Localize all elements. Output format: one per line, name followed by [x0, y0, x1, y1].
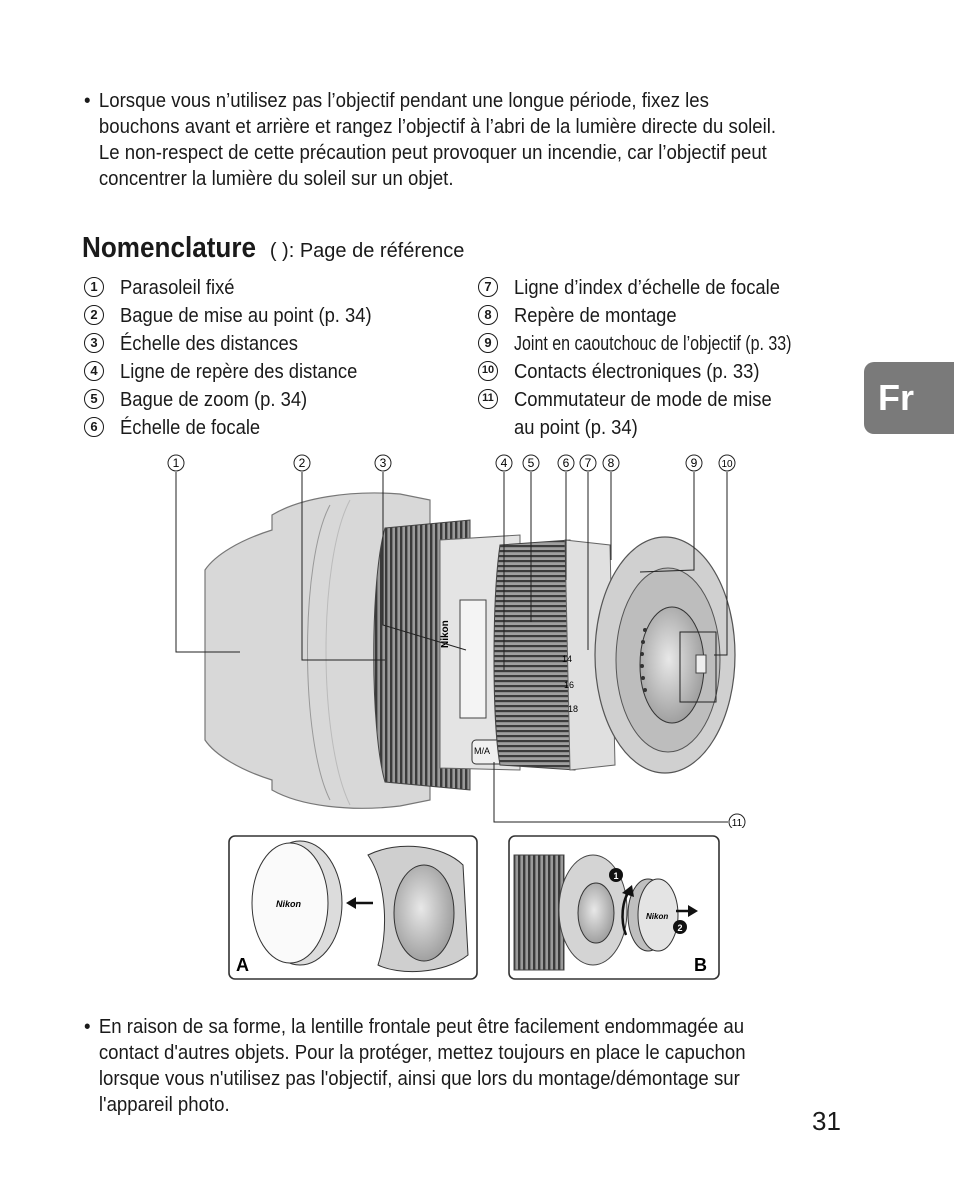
switch-ma-label: M/A	[474, 746, 490, 756]
item-label: Contacts électroniques (p. 33)	[514, 361, 760, 383]
list-item: 9 Joint en caoutchouc de l’objectif (p. 3…	[478, 330, 850, 358]
list-item: 4 Ligne de repère des distance	[84, 358, 464, 386]
heading-title: Nomenclature	[82, 232, 257, 264]
cap-brand-b: Nikon	[646, 912, 668, 921]
item-label-line2: au point (p. 34)	[514, 417, 638, 439]
item-number: 7	[478, 277, 498, 297]
page-number: 31	[812, 1106, 841, 1136]
lens-hood	[204, 492, 431, 809]
bullet: •	[84, 1016, 91, 1038]
rear-element	[639, 606, 705, 724]
callout-1: 1	[173, 456, 180, 470]
language-tab: Fr	[864, 362, 954, 434]
item-label: Échelle des distances	[120, 333, 298, 355]
lens-body	[513, 854, 565, 971]
item-label: Ligne de repère des distance	[120, 361, 358, 383]
item-number: 9	[478, 333, 498, 353]
focal-14: 14	[562, 654, 572, 664]
list-item: 11 Commutateur de mode de mise	[478, 386, 850, 414]
item-number: 1	[84, 277, 104, 297]
outro-text: En raison de sa forme, la lentille front…	[98, 1016, 746, 1116]
list-item: 6 Échelle de focale	[84, 414, 464, 442]
inset-a: Nikon A	[228, 835, 478, 980]
inset-a-letter: A	[236, 955, 249, 975]
item-number: 5	[84, 389, 104, 409]
item-number: 8	[478, 305, 498, 325]
intro-text: Lorsque vous n’utilisez pas l’objectif p…	[98, 90, 777, 190]
electronic-contacts	[695, 654, 707, 674]
item-label: Parasoleil fixé	[120, 277, 235, 299]
item-label: Repère de montage	[514, 305, 677, 327]
callout-11: 11	[732, 818, 743, 828]
inset-b: Nikon 1 2 B	[508, 835, 720, 980]
inset-b-letter: B	[694, 955, 707, 975]
callout-2: 2	[299, 456, 306, 470]
callout-5: 5	[528, 456, 535, 470]
item-label: Joint en caoutchouc de l’objectif (p. 33…	[514, 333, 792, 355]
list-item: 3 Échelle des distances	[84, 330, 464, 358]
item-number: 6	[84, 417, 104, 437]
callout-9: 9	[691, 456, 698, 470]
list-item: 5 Bague de zoom (p. 34)	[84, 386, 464, 414]
lens-brand-label: Nikon	[440, 620, 451, 648]
outro-paragraph: • En raison de sa forme, la lentille fro…	[84, 1014, 791, 1118]
list-item-continuation: au point (p. 34)	[478, 414, 850, 442]
bullet: •	[84, 90, 91, 112]
arrow-icon	[346, 897, 356, 909]
focal-16: 16	[564, 680, 574, 690]
item-label: Échelle de focale	[120, 417, 261, 439]
list-item: 1 Parasoleil fixé	[84, 274, 464, 302]
callout-10: 10	[721, 459, 733, 470]
focal-scale	[564, 539, 616, 771]
item-number: 4	[84, 361, 104, 381]
callout-7: 7	[585, 456, 592, 470]
callout-6: 6	[563, 456, 570, 470]
parts-list-right: 7 Ligne d’index d’échelle de focale 8 Repè…	[478, 274, 850, 442]
item-number: 10	[478, 361, 498, 381]
rotate-arrow-icon	[622, 885, 634, 897]
zoom-ring	[493, 539, 576, 771]
intro-paragraph: • Lorsque vous n’utilisez pas l’objectif…	[84, 88, 791, 192]
step-2: 2	[677, 923, 682, 933]
list-item: 7 Ligne d’index d’échelle de focale	[478, 274, 850, 302]
list-item: 10 Contacts électroniques (p. 33)	[478, 358, 850, 386]
distance-window	[459, 599, 487, 719]
list-item: 8 Repère de montage	[478, 302, 850, 330]
heading-note: ( ): Page de référence	[269, 240, 465, 262]
focal-18: 18	[568, 704, 578, 714]
callout-3: 3	[380, 456, 387, 470]
arrow-icon	[688, 905, 698, 917]
step-1: 1	[613, 871, 618, 881]
callout-4: 4	[501, 456, 508, 470]
item-number: 3	[84, 333, 104, 353]
list-item: 2 Bague de mise au point (p. 34)	[84, 302, 464, 330]
parts-list-left: 1 Parasoleil fixé 2 Bague de mise au point…	[84, 274, 464, 442]
item-label: Commutateur de mode de mise	[514, 389, 772, 411]
item-label: Bague de mise au point (p. 34)	[120, 305, 372, 327]
item-number: 2	[84, 305, 104, 325]
lens-diagram: Nikon M/A M 14 16 18 1 2 3 4 5 6 7 8	[167, 454, 746, 828]
item-label: Bague de zoom (p. 34)	[120, 389, 308, 411]
item-number: 11	[478, 389, 498, 409]
item-label: Ligne d’index d’échelle de focale	[514, 277, 780, 299]
section-heading: Nomenclature ( ): Page de référence	[82, 232, 464, 265]
callout-8: 8	[608, 456, 615, 470]
cap-brand-a: Nikon	[276, 899, 302, 909]
